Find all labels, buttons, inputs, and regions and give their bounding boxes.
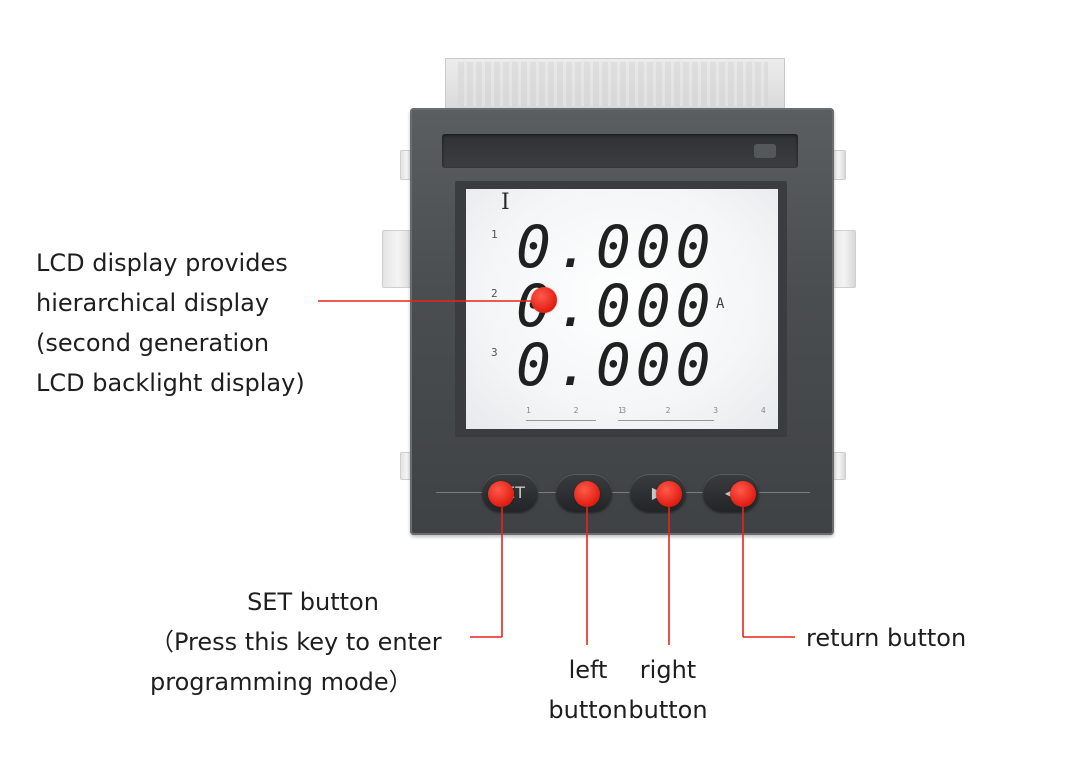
- lcd-annotation: LCD display provides hierarchical displa…: [36, 243, 305, 403]
- lcd-annotation-line-2: hierarchical display: [36, 289, 270, 317]
- left-annotation-line-1: left: [568, 656, 608, 684]
- lcd-tick-bar-right: [618, 420, 714, 421]
- lcd-annotation-line-3: (second generation: [36, 329, 270, 357]
- set-annotation-line-2: （Press this key to enter: [150, 628, 442, 656]
- return-marker-dot: [730, 481, 756, 507]
- right-annotation-line-2: button: [628, 696, 708, 724]
- lcd-tick-group-left: 1 2 3: [526, 406, 646, 415]
- left-annotation: left button: [528, 650, 648, 730]
- rear-terminal-label: [458, 62, 768, 106]
- lcd-tick-bar-left: [526, 420, 596, 421]
- lcd-row-1-value: 0.000: [516, 213, 716, 281]
- button-row-divider: [436, 492, 810, 493]
- lcd-screen: [466, 189, 778, 429]
- lcd-annotation-line-1: LCD display provides: [36, 249, 288, 277]
- left-annotation-line-2: button: [548, 696, 628, 724]
- lcd-unit: A: [716, 296, 725, 312]
- lcd-row-3-index: 3: [491, 346, 498, 359]
- set-marker-dot: [488, 481, 514, 507]
- lcd-tick-group-right: 1 2 3 4: [618, 406, 785, 415]
- lcd-row-3-value: 0.000: [516, 331, 716, 399]
- right-annotation: right button: [618, 650, 718, 730]
- set-annotation-line-3: programming mode）: [150, 668, 413, 696]
- return-annotation: return button: [806, 624, 967, 652]
- left-marker-dot: [574, 481, 600, 507]
- lcd-annotation-line-4: LCD backlight display): [36, 369, 305, 397]
- lcd-row-2-index: 2: [491, 287, 498, 300]
- right-annotation-line-1: right: [639, 656, 697, 684]
- lcd-marker-dot: [531, 287, 557, 313]
- right-marker-dot: [656, 481, 682, 507]
- set-annotation: SET button （Press this key to enter prog…: [150, 582, 476, 702]
- lcd-row-1-index: 1: [491, 228, 498, 241]
- lcd-indicator: I: [501, 190, 510, 215]
- set-annotation-line-1: SET button: [247, 588, 379, 616]
- ir-port-icon: [754, 144, 776, 158]
- label-slot: [442, 134, 798, 168]
